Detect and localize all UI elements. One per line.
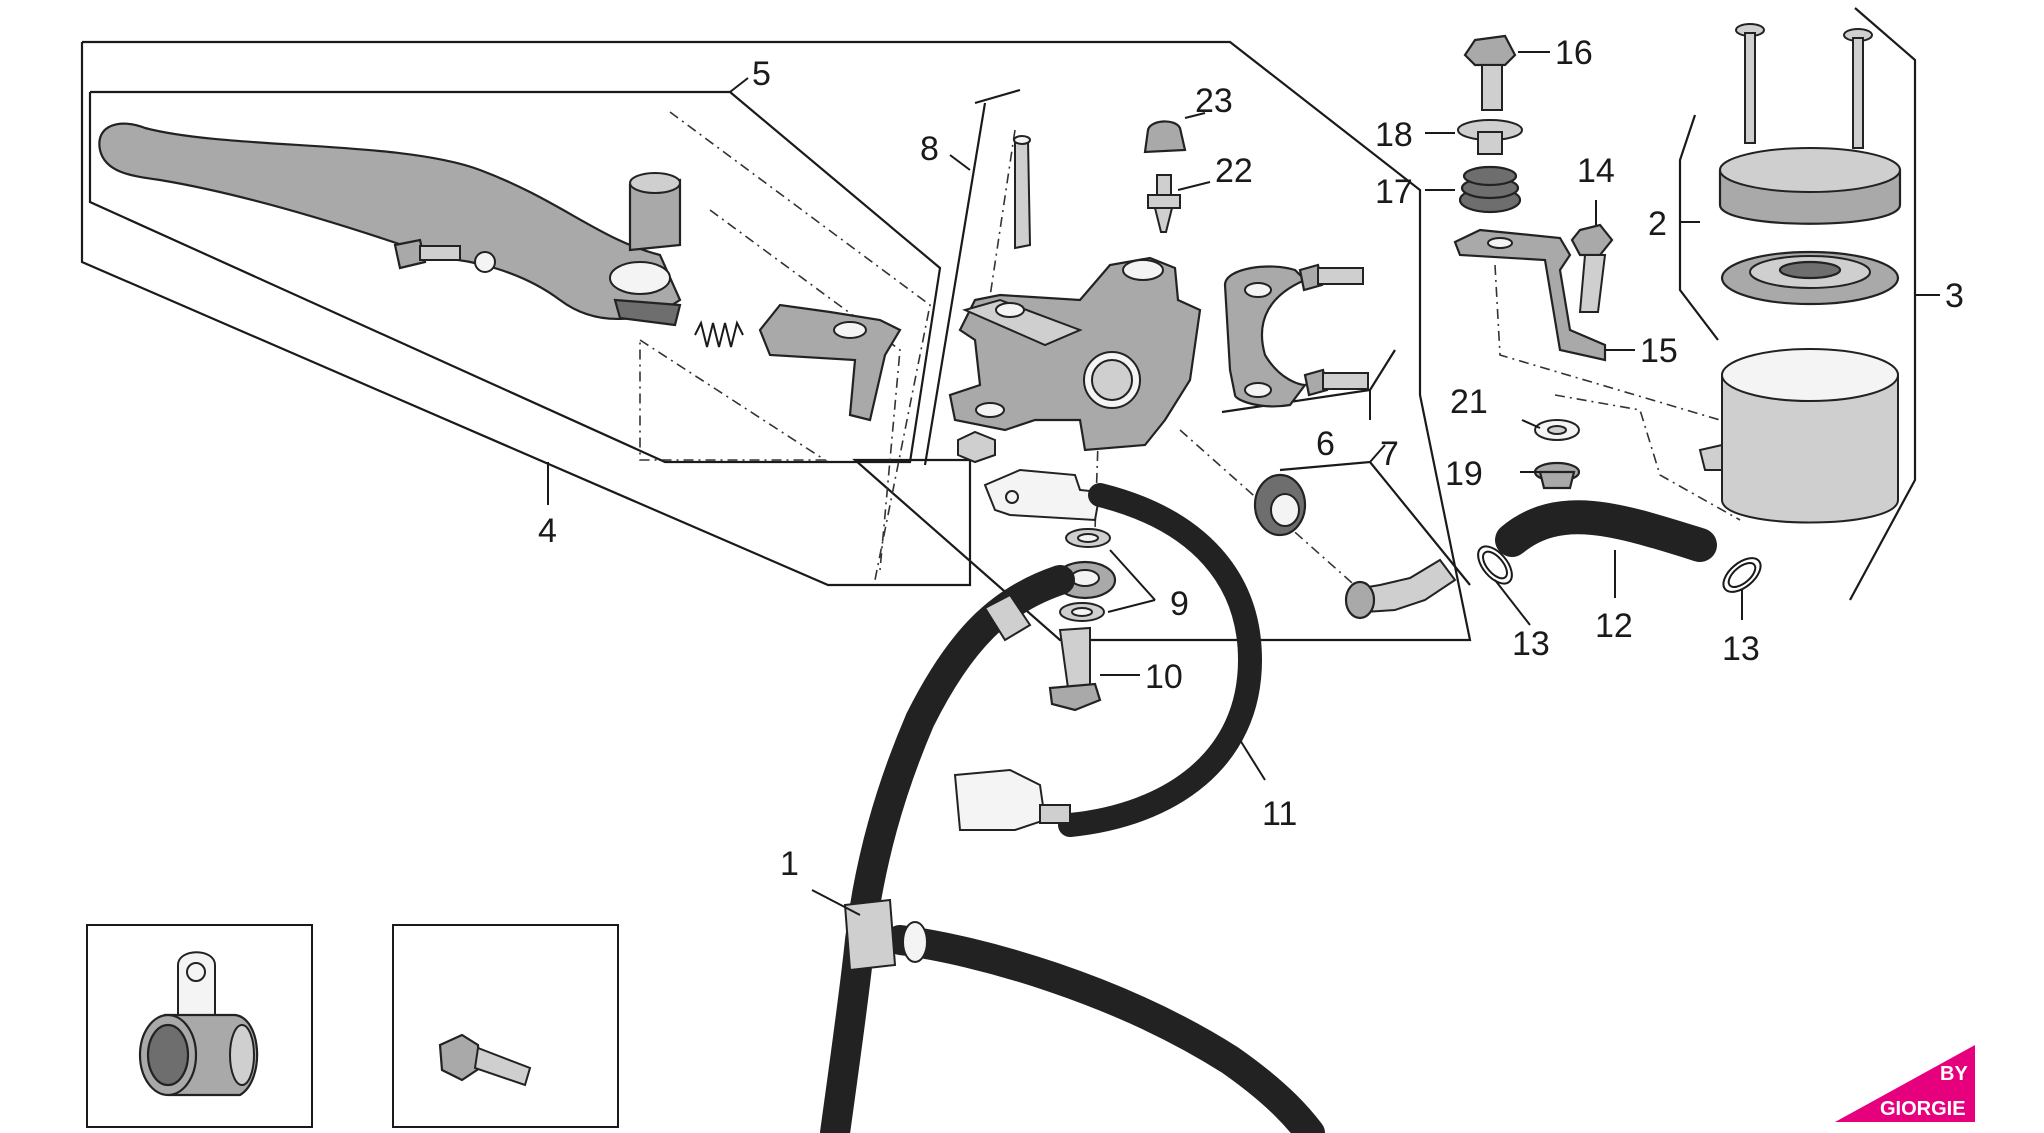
hose-clip-right: [1722, 557, 1762, 593]
adjuster-spring: [694, 320, 744, 348]
bushing-19: [1533, 461, 1581, 490]
inset-part-20: [86, 924, 313, 1128]
push-rod: [1013, 135, 1032, 250]
callout-17: 17: [1375, 173, 1413, 211]
bleeder-valve: [1147, 174, 1181, 233]
callout-14: 14: [1577, 152, 1615, 190]
brake-light-grommet: [1253, 473, 1307, 537]
bleed-cap: [1143, 120, 1187, 154]
frame-8-edge: [923, 102, 987, 466]
callout-13-right: 13: [1722, 630, 1760, 668]
brake-lever: [98, 122, 682, 327]
callout-19: 19: [1445, 455, 1483, 493]
callout-1: 1: [780, 845, 799, 883]
callout-18: 18: [1375, 116, 1413, 154]
brake-hose: [820, 565, 1325, 1133]
reservoir-bracket: [1453, 228, 1607, 362]
callout-23: 23: [1195, 82, 1233, 120]
master-cylinder-body: [948, 256, 1202, 452]
washer-18: [1457, 119, 1523, 155]
callout-11: 11: [1262, 795, 1297, 833]
copper-washer-upper: [1065, 528, 1111, 548]
callout-9: 9: [1170, 585, 1189, 623]
reservoir-cap: [1718, 147, 1902, 225]
frame-group-2: [1678, 114, 1719, 341]
giorgie-logo: BY GIORGIE: [1835, 1045, 1975, 1122]
switch-cable: [953, 483, 1262, 837]
callout-16: 16: [1555, 34, 1593, 72]
fluid-reservoir: [1698, 348, 1899, 524]
frame-group-4: [80, 40, 1472, 642]
frame-group-3: [1849, 7, 1917, 601]
leader-lines: [547, 51, 1940, 916]
lever-bushing: [628, 172, 682, 252]
callout-6: 6: [1316, 425, 1335, 463]
logo-text-giorgie: GIORGIE: [1880, 1098, 1966, 1120]
callout-15: 15: [1640, 332, 1678, 370]
callout-7: 7: [1380, 435, 1399, 473]
mounting-bolt-16: [1463, 34, 1517, 111]
callout-4: 4: [538, 512, 557, 550]
cap-screw-right: [1843, 28, 1873, 149]
clamp-screw-upper: [1298, 263, 1364, 292]
bracket-bolt-14: [1570, 223, 1614, 313]
lever-adjuster: [758, 303, 902, 422]
clamp-screw-lower: [1303, 368, 1369, 397]
logo-text-by: BY: [1940, 1063, 1968, 1085]
callout-2: 2: [1648, 205, 1667, 243]
callout-13-left: 13: [1512, 625, 1550, 663]
hose-clip-left: [1477, 545, 1513, 585]
callout-10: 10: [1145, 658, 1183, 696]
handlebar-clamp: [1223, 265, 1308, 408]
callout-21: 21: [1450, 383, 1488, 421]
callout-8: 8: [920, 130, 939, 168]
reservoir-diaphragm: [1720, 250, 1900, 306]
callout-3: 3: [1945, 277, 1964, 315]
brake-light-switch: [1344, 558, 1457, 620]
callout-5: 5: [752, 55, 771, 93]
copper-washer-lower: [1059, 602, 1105, 622]
washer-21: [1534, 419, 1580, 441]
rubber-grommet-17: [1458, 165, 1522, 214]
body-nut: [957, 430, 996, 464]
assembly-guides: [639, 111, 1741, 591]
lever-pivot-screw: [393, 238, 461, 270]
banjo-bolt: [1048, 626, 1102, 712]
electrical-switch-bracket: [983, 468, 1102, 522]
callout-12: 12: [1595, 607, 1633, 645]
frame-group-8: [974, 88, 1021, 105]
cap-screw-left: [1735, 23, 1765, 144]
inset-part-24: [392, 924, 619, 1128]
callout-22: 22: [1215, 152, 1253, 190]
reservoir-hose: [1495, 500, 1717, 562]
